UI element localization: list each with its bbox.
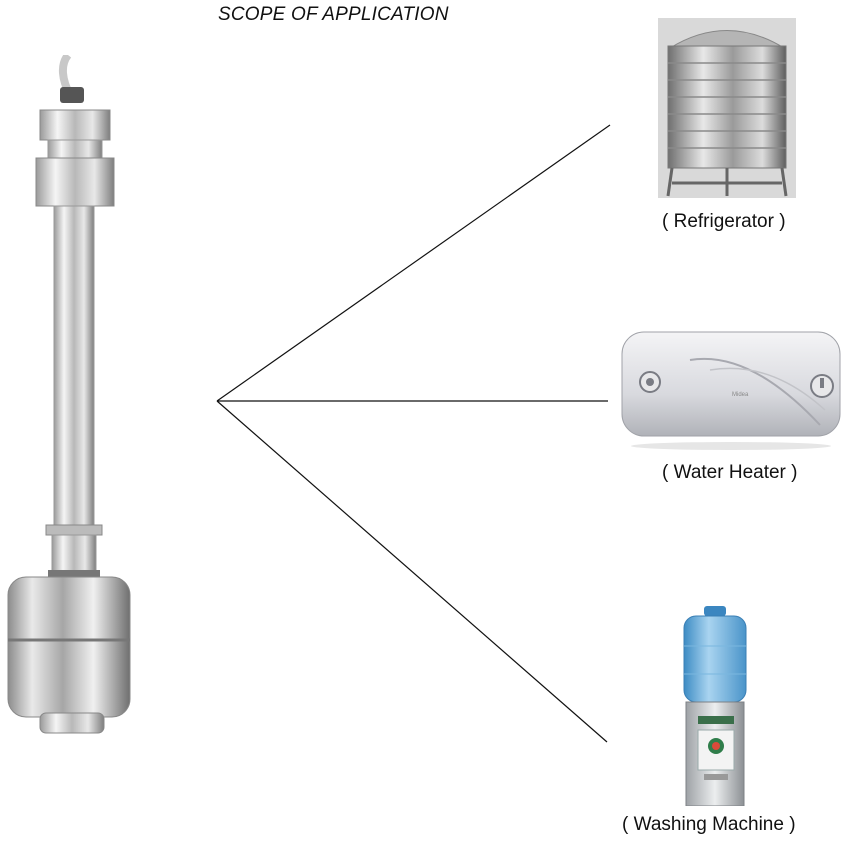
page-title: SCOPE OF APPLICATION xyxy=(218,4,449,25)
connector-line-refrigerator xyxy=(216,124,611,402)
water-dispenser-image xyxy=(683,606,747,806)
connector-line-washing-machine xyxy=(216,400,608,743)
caption-washing-machine: ( Washing Machine ) xyxy=(622,814,796,835)
svg-text:Midea: Midea xyxy=(732,392,749,398)
float-level-switch-image xyxy=(7,55,131,734)
caption-water-heater: ( Water Heater ) xyxy=(662,462,798,483)
water-heater-image: Midea xyxy=(621,331,841,450)
water-tank-image xyxy=(658,18,796,198)
caption-refrigerator: ( Refrigerator ) xyxy=(662,211,786,232)
